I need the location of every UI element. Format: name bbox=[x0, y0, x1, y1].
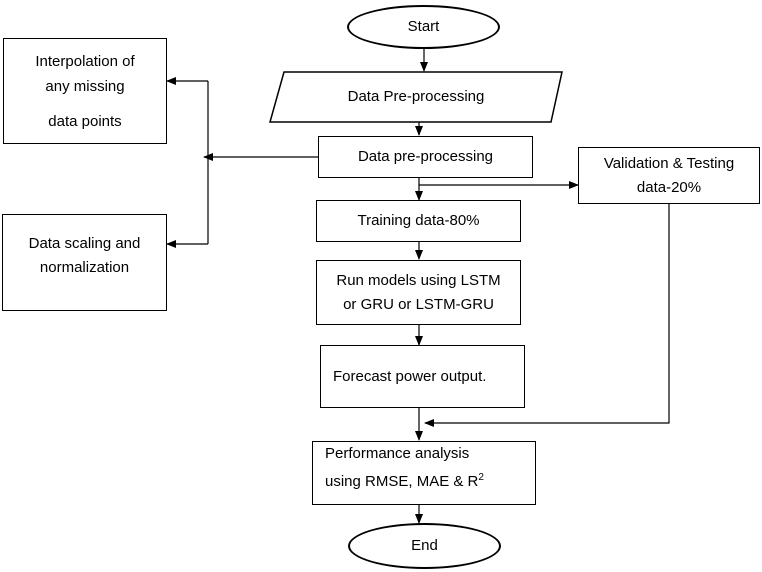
interpolation-box: Interpolation of any missing data points bbox=[3, 38, 167, 144]
interpolation-line-1: Interpolation of bbox=[35, 52, 135, 70]
run-models-box: Run models using LSTM or GRU or LSTM-GRU bbox=[316, 260, 521, 325]
performance-line-1: Performance analysis bbox=[325, 445, 470, 462]
training-label: Training data-80% bbox=[357, 212, 480, 229]
data-preprocessing-io-label: Data Pre-processing bbox=[347, 88, 485, 105]
r-squared-superscript: 2 bbox=[478, 472, 484, 483]
performance-box: Performance analysis using RMSE, MAE & R… bbox=[312, 441, 536, 505]
validation-line-2: data-20% bbox=[636, 178, 702, 196]
run-models-line-1: Run models using LSTM bbox=[336, 271, 501, 289]
data-preprocessing-box: Data pre-processing bbox=[318, 136, 533, 178]
end-label: End bbox=[411, 537, 438, 554]
data-preprocessing-label: Data pre-processing bbox=[357, 148, 494, 165]
scaling-box: Data scaling and normalization bbox=[2, 214, 167, 311]
start-label: Start bbox=[407, 18, 440, 35]
validation-line-1: Validation & Testing bbox=[603, 154, 735, 172]
data-preprocessing-io: Data Pre-processing bbox=[284, 72, 548, 122]
end-terminal: End bbox=[348, 523, 501, 569]
arrow-validation-to-performance bbox=[424, 203, 670, 427]
validation-box: Validation & Testing data-20% bbox=[578, 147, 760, 204]
start-terminal: Start bbox=[347, 5, 500, 49]
performance-line-2: using RMSE, MAE & R2 bbox=[325, 466, 484, 494]
data-preprocessing-parallelogram bbox=[269, 71, 563, 123]
performance-line-2-text: using RMSE, MAE & R bbox=[325, 473, 479, 490]
forecast-box: Forecast power output. bbox=[320, 345, 525, 408]
training-box: Training data-80% bbox=[316, 200, 521, 242]
forecast-label: Forecast power output. bbox=[333, 367, 487, 385]
run-models-line-2: or GRU or LSTM-GRU bbox=[343, 295, 494, 313]
interpolation-line-3: data points bbox=[48, 112, 122, 130]
scaling-line-2: normalization bbox=[39, 258, 130, 276]
scaling-line-1: Data scaling and bbox=[28, 234, 141, 252]
interpolation-line-2: any missing bbox=[45, 77, 125, 95]
